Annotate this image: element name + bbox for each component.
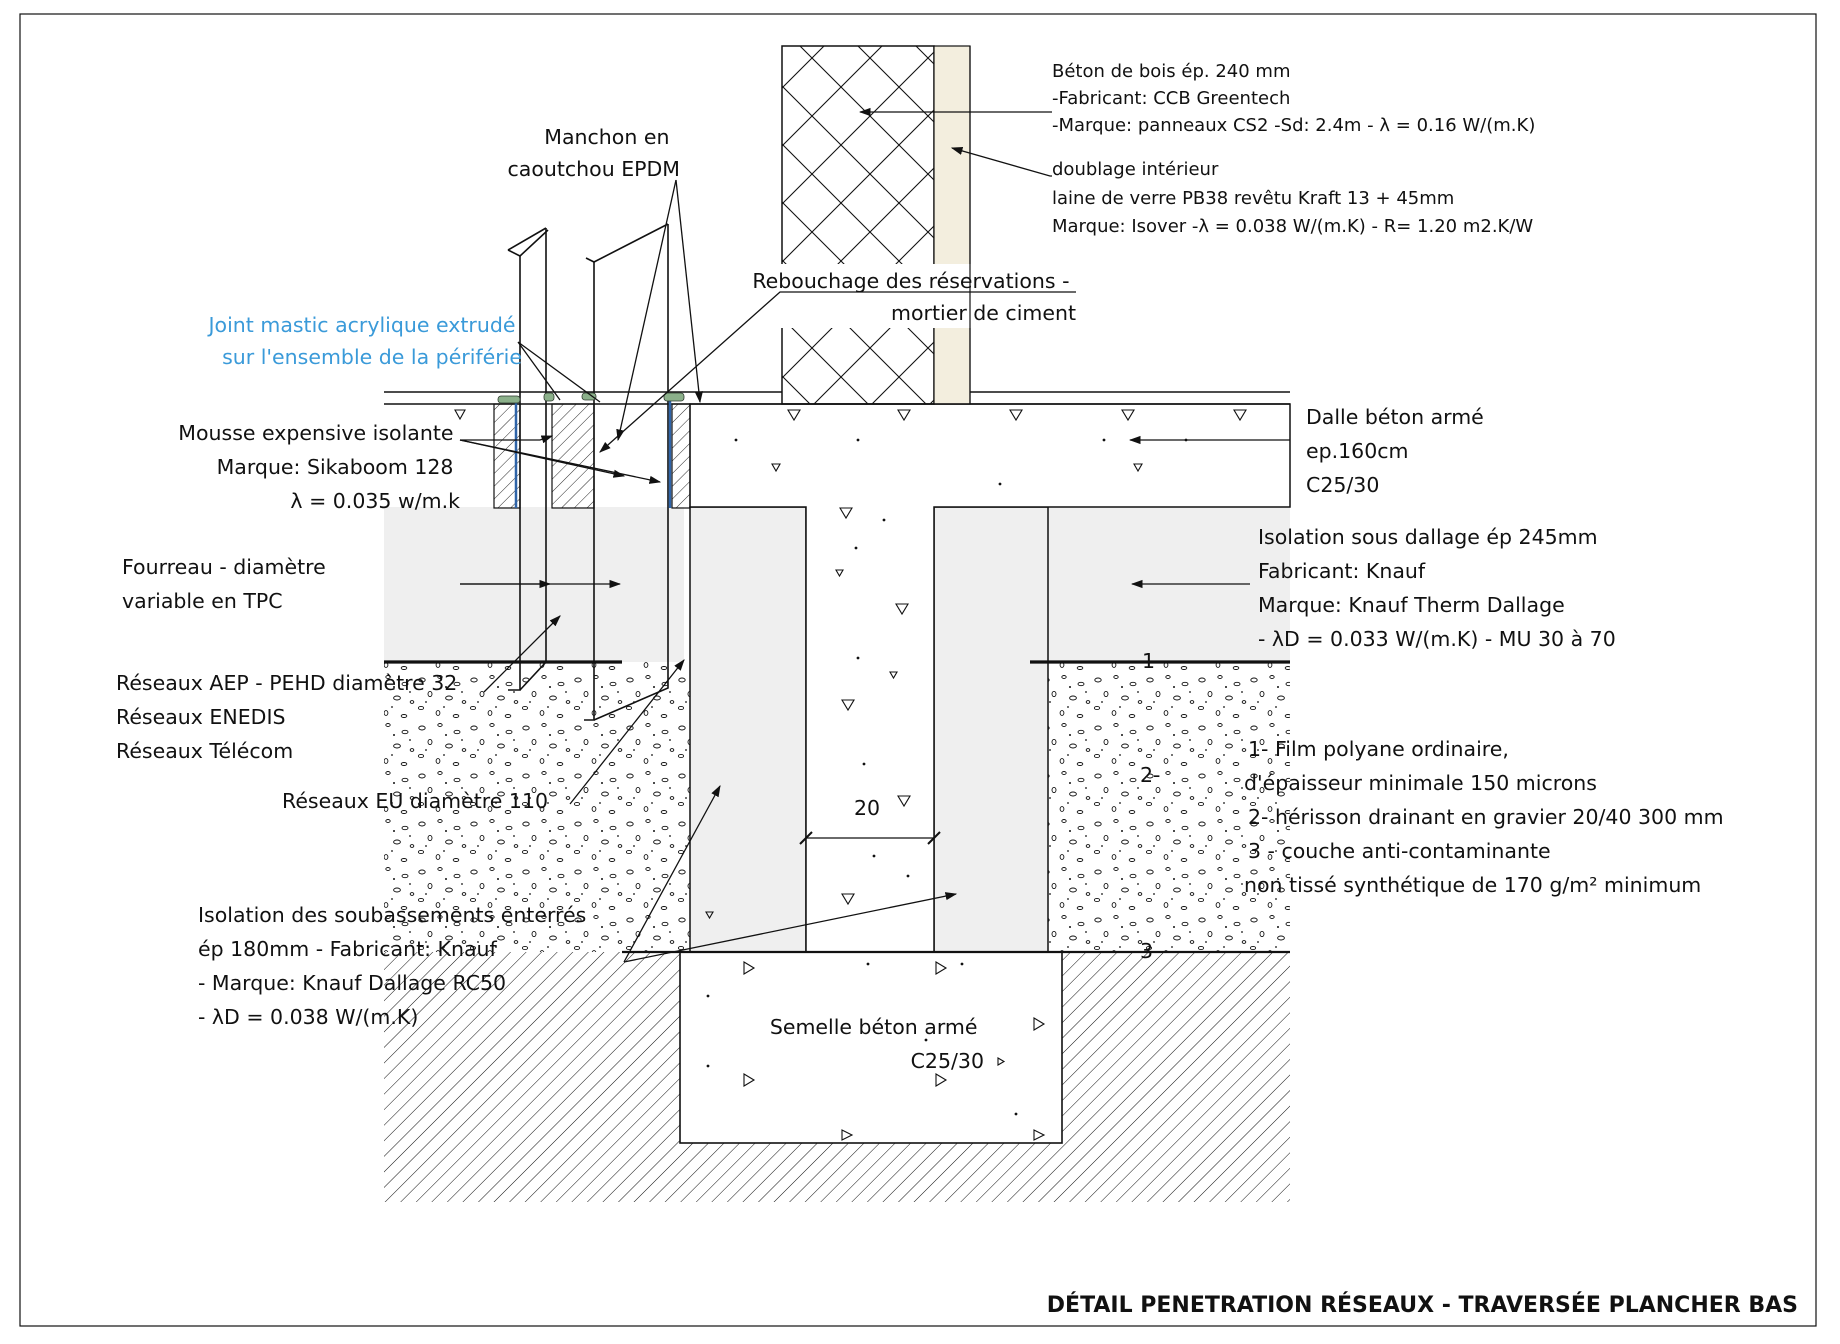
footing xyxy=(679,951,1063,1144)
base-insulation-right xyxy=(933,506,1049,953)
slab-dots xyxy=(706,438,1188,1116)
label-duct: Fourreau - diamètre variable en TPC xyxy=(122,555,332,613)
label-sub-slab-insulation: Isolation sous dallage ép 245mm Fabrican… xyxy=(1258,525,1616,651)
mastic-joints xyxy=(497,392,685,404)
label-base-insulation: Isolation des soubassements enterrés ép … xyxy=(198,903,593,1029)
dimension-20-label: 20 xyxy=(854,796,880,820)
slab-aggregates xyxy=(454,409,1247,1141)
reservation-3 xyxy=(671,403,691,509)
dimension-20 xyxy=(799,831,941,845)
gravel-right xyxy=(1048,662,1290,952)
interior-lining xyxy=(933,45,971,405)
gravel-left xyxy=(384,662,690,952)
label-footing: Semelle béton armé C25/30 xyxy=(770,1015,984,1073)
label-filling: Rebouchage des réservations - mortier de… xyxy=(752,269,1076,325)
leader-lines xyxy=(459,107,1290,963)
reservation-2 xyxy=(551,403,595,509)
layer-marker-1: 1- xyxy=(1142,649,1162,673)
label-sleeve: Manchon en caoutchou EPDM xyxy=(507,125,680,181)
base-insulation-left xyxy=(689,506,807,953)
layer-marker-3: 3- xyxy=(1140,939,1160,963)
label-networks: Réseaux AEP - PEHD diamètre 32 Réseaux E… xyxy=(116,671,464,763)
label-layers-legend: 1- Film polyane ordinaire, d'épaisseur m… xyxy=(1244,737,1730,897)
label-lining: doublage intérieur laine de verre PB38 r… xyxy=(1052,159,1533,237)
drawing-title: DÉTAIL PENETRATION RÉSEAUX - TRAVERSÉE P… xyxy=(1047,1292,1798,1318)
label-wood-concrete: Béton de bois ép. 240 mm -Fabricant: CCB… xyxy=(1052,61,1535,136)
label-slab: Dalle béton armé ep.160cm C25/30 xyxy=(1306,405,1490,497)
drawing-frame xyxy=(19,13,1817,1327)
wood-concrete-wall xyxy=(781,45,935,405)
label-foam: Mousse expensive isolante Marque: Sikabo… xyxy=(178,421,460,513)
label-eu-network: Réseaux EU diamètre 110 xyxy=(282,789,548,813)
layer-marker-2: 2- xyxy=(1140,763,1160,787)
label-joint: Joint mastic acrylique extrudé sur l'ens… xyxy=(207,313,522,369)
lining-break-mask xyxy=(932,264,974,328)
